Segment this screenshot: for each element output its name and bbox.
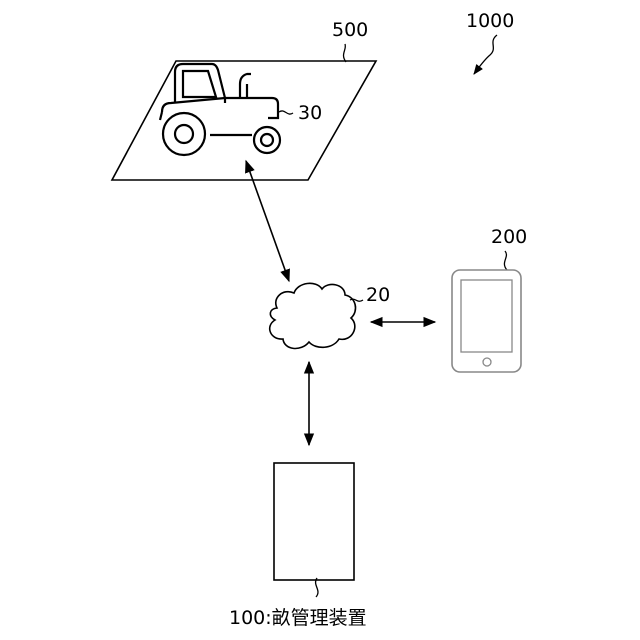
machine-label: 30	[298, 102, 322, 124]
tractor-icon	[160, 64, 280, 155]
network-label: 20	[366, 284, 390, 306]
terminal-leader	[504, 251, 507, 270]
system-leader	[474, 35, 497, 74]
terminal-label: 200	[491, 226, 527, 248]
device-name: 畝管理装置	[272, 607, 367, 629]
device-caption: 100:畝管理装置	[229, 607, 367, 629]
system-label: 1000	[466, 10, 514, 32]
field-leader	[344, 44, 346, 62]
field-label: 500	[332, 19, 368, 41]
machine-leader	[279, 111, 293, 114]
device-number: 100	[229, 607, 265, 629]
smartphone-icon	[452, 270, 521, 372]
device-leader	[316, 578, 318, 597]
field-network-arrow	[246, 161, 289, 281]
device-box	[274, 463, 354, 580]
cloud-icon	[270, 283, 356, 348]
field-parallelogram	[112, 61, 376, 180]
network-leader	[350, 299, 363, 301]
